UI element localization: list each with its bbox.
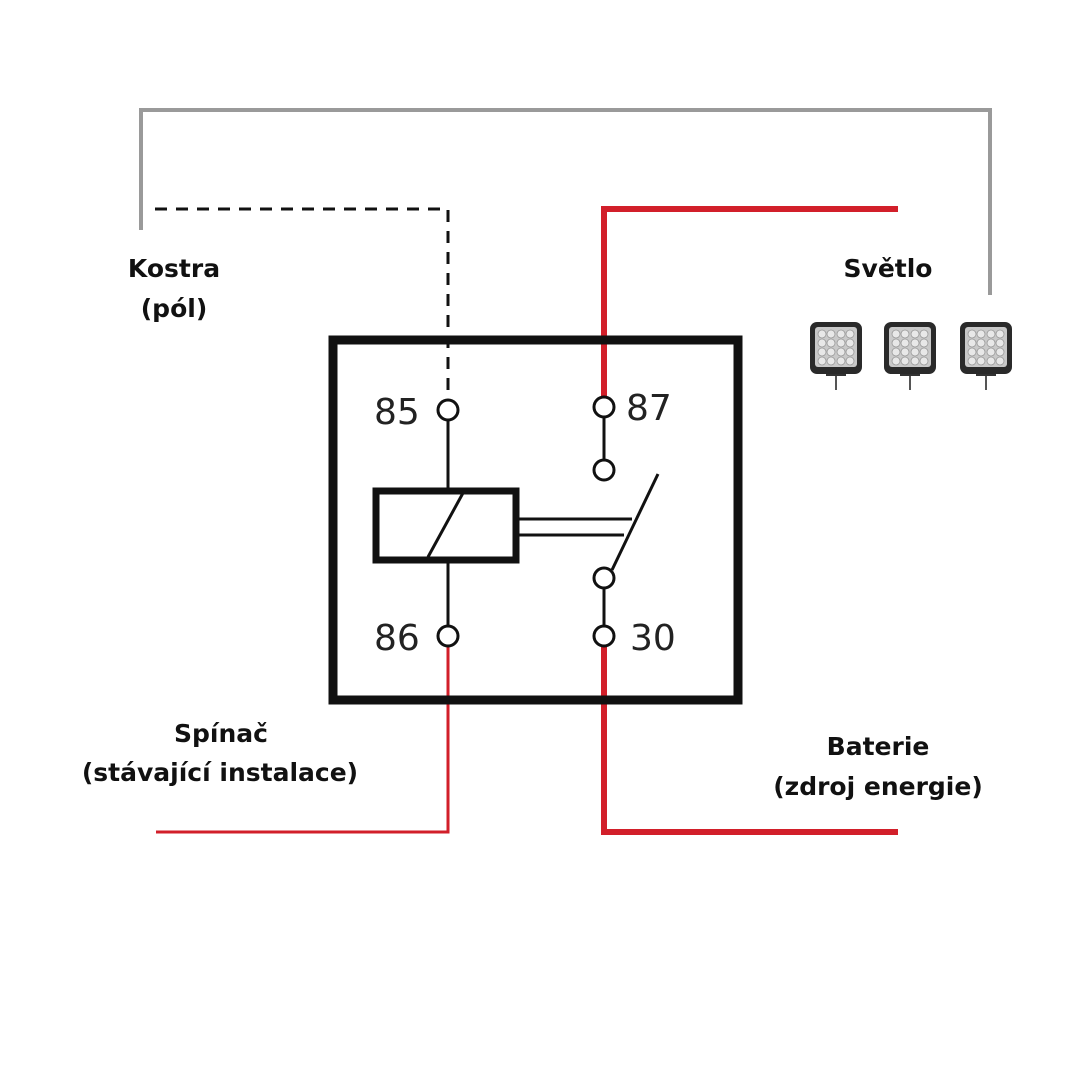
ground-label: Kostra (128, 254, 220, 283)
battery-sublabel: (zdroj energie) (773, 772, 983, 801)
work-light-icon (959, 321, 1013, 391)
ground-sublabel: (pól) (141, 294, 208, 323)
switch-label: Spínač (174, 719, 268, 748)
work-light-icon (809, 321, 863, 391)
relay-box (328, 335, 743, 705)
relay-coil (372, 487, 520, 564)
pin86-switch-wire (156, 646, 450, 834)
ground-wire (139, 108, 992, 295)
switch-contact (610, 473, 660, 571)
light-label: Světlo (844, 254, 933, 283)
pin-label-87: 87 (626, 388, 672, 429)
pin-label-30: 30 (630, 618, 676, 659)
terminal-87 (592, 395, 616, 419)
pin-label-86: 86 (374, 618, 420, 659)
terminal-86 (436, 624, 460, 648)
work-light-icon (883, 321, 937, 391)
switch-sublabel: (stávající instalace) (82, 758, 358, 787)
pin30-battery-wire (601, 646, 898, 835)
terminal-30 (592, 624, 616, 648)
terminal-87a (592, 458, 616, 482)
terminal-85 (436, 398, 460, 422)
pin87-light-wire (601, 206, 898, 396)
battery-label: Baterie (827, 732, 930, 761)
terminal-switch (592, 566, 616, 590)
pin-label-85: 85 (374, 392, 420, 433)
